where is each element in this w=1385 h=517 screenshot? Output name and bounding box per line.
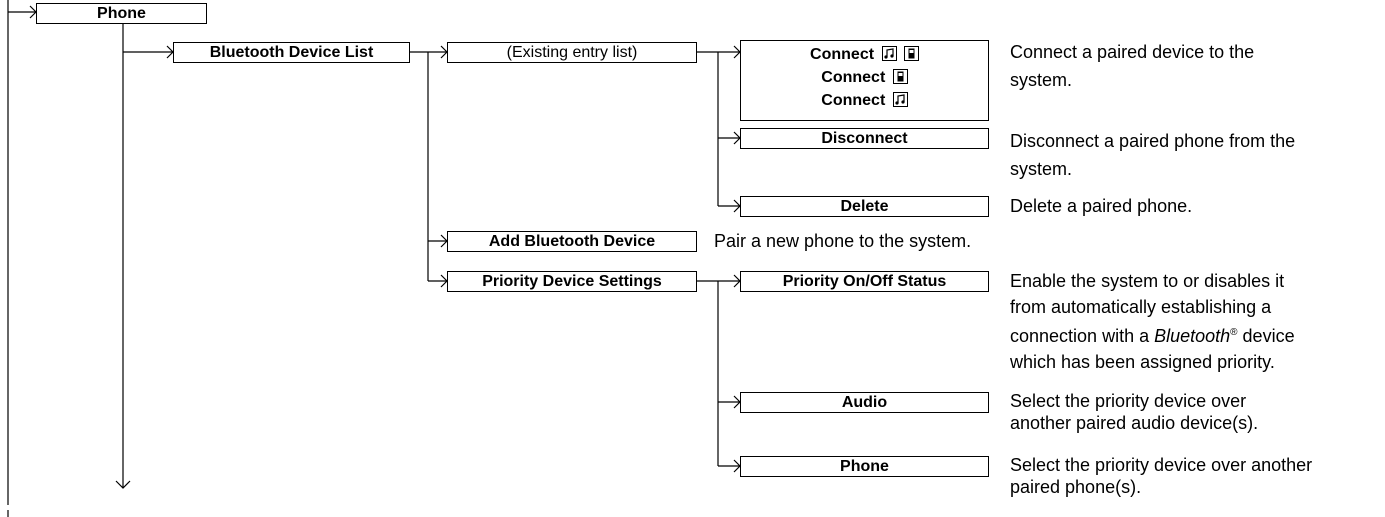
connect-label-3: Connect xyxy=(821,92,886,109)
connect-row-3: Connect xyxy=(741,89,988,112)
add-bluetooth-device-description: Pair a new phone to the system. xyxy=(714,231,972,251)
phone-root-box[interactable]: Phone xyxy=(36,3,207,24)
priority-desc-line-2: from automatically establishing a xyxy=(1010,297,1272,317)
phone-priority-box[interactable]: Phone xyxy=(740,456,989,477)
phone-desc-line-1: Select the priority device over another xyxy=(1010,455,1313,475)
priority-on-off-description: Enable the system to or disables it from… xyxy=(1010,268,1295,375)
audio-desc-line-1: Select the priority device over xyxy=(1010,391,1247,411)
audio-label: Audio xyxy=(841,394,888,411)
disconnect-description: Disconnect a paired phone from the syste… xyxy=(1010,127,1295,183)
priority-device-settings-label: Priority Device Settings xyxy=(482,273,662,290)
music-note-icon xyxy=(881,46,897,61)
priority-desc-line-1: Enable the system to or disables it xyxy=(1010,271,1285,291)
existing-entry-list-label: (Existing entry list) xyxy=(506,44,638,61)
bluetooth-device-list-label: Bluetooth Device List xyxy=(209,44,374,61)
connect-description: Connect a paired device to the system. xyxy=(1010,38,1254,94)
add-bluetooth-device-box[interactable]: Add Bluetooth Device xyxy=(447,231,697,252)
bluetooth-device-list-box[interactable]: Bluetooth Device List xyxy=(173,42,410,63)
delete-box[interactable]: Delete xyxy=(740,196,989,217)
connect-row-1: Connect xyxy=(741,43,988,66)
phone-icon xyxy=(892,69,908,84)
phone-root-label: Phone xyxy=(97,5,146,22)
priority-on-off-status-label: Priority On/Off Status xyxy=(782,273,947,290)
disconnect-desc-line-1: Disconnect a paired phone from the xyxy=(1010,131,1296,151)
delete-label: Delete xyxy=(840,198,889,215)
audio-description: Select the priority device over another … xyxy=(1010,390,1258,434)
priority-desc-line-3: connection with a Bluetooth® device xyxy=(1010,326,1295,346)
disconnect-box[interactable]: Disconnect xyxy=(740,128,989,149)
existing-entry-list-box[interactable]: (Existing entry list) xyxy=(447,42,697,63)
disconnect-desc-line-2: system. xyxy=(1010,159,1073,179)
connect-label-1: Connect xyxy=(810,46,875,63)
connect-desc-line-1: Connect a paired device to the xyxy=(1010,42,1255,62)
connect-desc-line-2: system. xyxy=(1010,70,1073,90)
connect-box[interactable]: Connect Connect Connect xyxy=(740,40,989,121)
delete-description: Delete a paired phone. xyxy=(1010,196,1193,216)
bluetooth-italic: Bluetooth xyxy=(1154,326,1231,346)
priority-desc-line-4: which has been assigned priority. xyxy=(1010,352,1275,372)
audio-box[interactable]: Audio xyxy=(740,392,989,413)
phone-desc-line-2: paired phone(s). xyxy=(1010,477,1142,497)
phone-priority-label: Phone xyxy=(840,458,889,475)
music-note-icon xyxy=(892,92,908,107)
connect-row-2: Connect xyxy=(741,66,988,89)
add-bluetooth-device-label: Add Bluetooth Device xyxy=(488,233,656,250)
phone-priority-description: Select the priority device over another … xyxy=(1010,454,1312,498)
priority-device-settings-box[interactable]: Priority Device Settings xyxy=(447,271,697,292)
registered-mark: ® xyxy=(1230,327,1238,338)
disconnect-label: Disconnect xyxy=(821,130,908,147)
priority-on-off-status-box[interactable]: Priority On/Off Status xyxy=(740,271,989,292)
audio-desc-line-2: another paired audio device(s). xyxy=(1010,413,1259,433)
phone-icon xyxy=(903,46,919,61)
connect-label-2: Connect xyxy=(821,69,886,86)
